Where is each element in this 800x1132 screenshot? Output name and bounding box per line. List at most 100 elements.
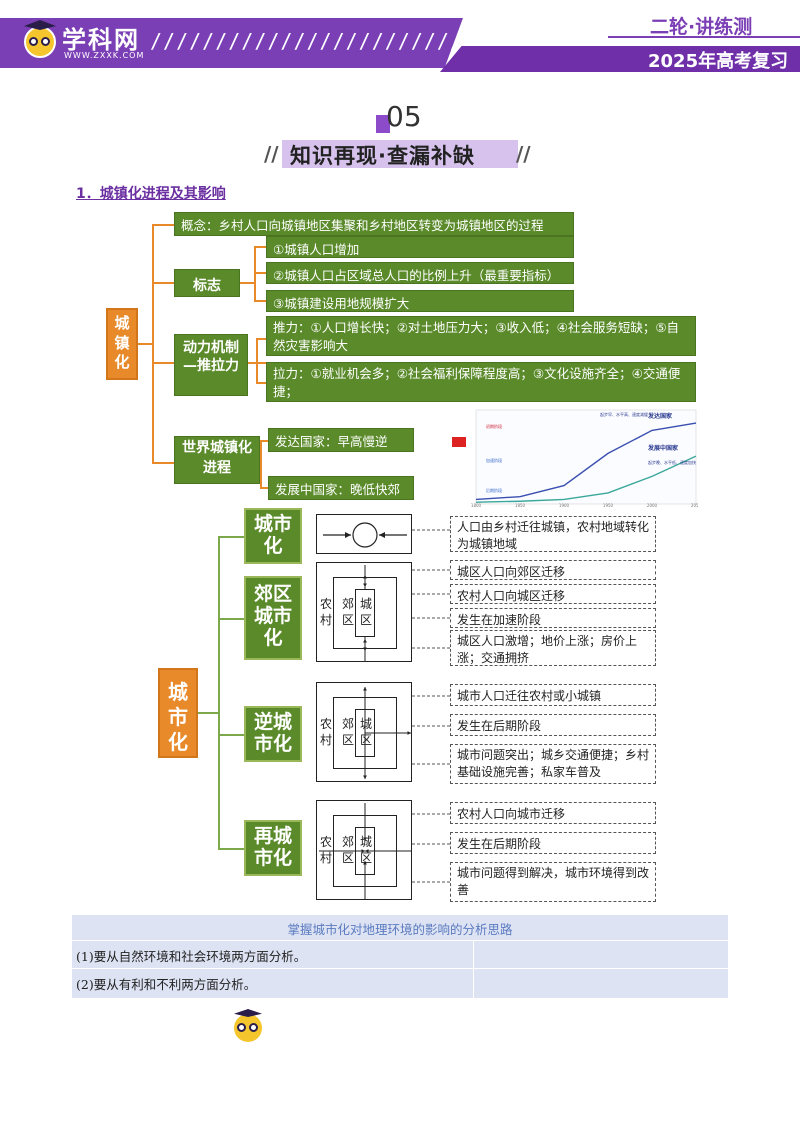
- arrowhead: [407, 731, 411, 735]
- analysis-table: 掌握城市化对地理环境的影响的分析思路 (1)要从自然环境和社会环境两方面分析。 …: [72, 915, 728, 999]
- logo-text: 学科网: [62, 26, 140, 54]
- diagram-reurbanization: 农村郊区城区: [316, 800, 412, 900]
- x-tick-label: 2000: [647, 503, 658, 508]
- connector: [260, 440, 262, 488]
- graduation-cap-icon: [234, 1009, 262, 1017]
- chart-annotation: 后期阶段: [486, 487, 502, 493]
- desc-box: 人口由乡村迁往城镇，农村地域转化为城镇地域: [450, 516, 656, 552]
- table-header: 掌握城市化对地理环境的影响的分析思路: [72, 915, 728, 941]
- connector: [254, 300, 266, 302]
- marker-item: ③城镇建设用地规模扩大: [266, 290, 574, 312]
- desc-box: 发生在后期阶段: [450, 714, 656, 736]
- rural-label: 农村: [320, 597, 333, 627]
- connector: [254, 246, 266, 248]
- chart-grid: 180018501900195020002050: [471, 503, 698, 508]
- section-title: 知识再现·查漏补缺: [290, 144, 475, 168]
- chart-annotation: 初期阶段: [486, 423, 502, 429]
- section-title-bg: [282, 140, 518, 168]
- suburb-label: 郊区: [342, 597, 355, 627]
- marker-item: ①城镇人口增加: [266, 236, 574, 258]
- connector: [152, 362, 174, 364]
- series-label: 发达国家: [647, 412, 672, 420]
- arrowhead: [363, 687, 367, 691]
- connector: [254, 272, 266, 274]
- connector: [198, 712, 218, 714]
- desc-box: 农村人口向城区迁移: [450, 584, 656, 604]
- owl-eye-icon: [29, 37, 38, 46]
- suburb-label: 郊区: [342, 835, 355, 865]
- connector: [152, 462, 174, 464]
- stage-reurbanization: 再城市化: [244, 820, 302, 876]
- chart-plot-area: [475, 409, 697, 505]
- connector: [260, 487, 268, 489]
- map2-root: 城市化: [158, 668, 198, 758]
- desc-box: 城市问题得到解决，城市环境得到改善: [450, 862, 656, 902]
- section-number: 05: [386, 100, 422, 133]
- desc-box: 发生在后期阶段: [450, 832, 656, 854]
- rural-label: 农村: [320, 717, 333, 747]
- chart-annotation: 加速阶段: [486, 457, 502, 463]
- year-label: 2025年高考复习: [648, 51, 789, 72]
- mascot-owl-icon: [234, 1014, 262, 1042]
- diagram-counter-urbanization: 农村郊区城区: [316, 682, 412, 782]
- world-label: 世界城镇化进程: [174, 436, 260, 484]
- suburb-label: 郊区: [342, 717, 355, 747]
- stage-suburbanization: 郊区城市化: [244, 576, 302, 660]
- table-cell-empty: [474, 941, 728, 968]
- connector: [218, 536, 244, 538]
- series-label: 二轮·讲练测: [650, 16, 753, 38]
- pull-factors: 拉力：①就业机会多；②社会福利保障程度高；③文化设施齐全；④交通便捷；: [266, 362, 696, 402]
- series-line: [475, 455, 697, 503]
- developing-box: 发展中国家：晚低快郊: [268, 476, 414, 500]
- table-cell: (2)要从有利和不利两方面分析。: [72, 969, 474, 998]
- x-tick-label: 1850: [515, 503, 526, 508]
- developed-box: 发达国家：早高慢逆: [268, 428, 414, 452]
- connector: [256, 338, 258, 384]
- desc-box: 城区人口向郊区迁移: [450, 560, 656, 580]
- concept-box: 概念：乡村人口向城镇地区集聚和乡村地区转变为城镇地区的过程: [174, 212, 574, 236]
- desc-box: 城市问题突出；城乡交通便捷；乡村基础设施完善；私家车普及: [450, 744, 656, 784]
- arrowhead: [361, 849, 365, 853]
- stage-counter-urbanization: 逆城市化: [244, 706, 302, 762]
- title-deco-right: //: [516, 142, 531, 166]
- desc-box: 农村人口向城市迁移: [450, 802, 656, 824]
- owl-eye-icon: [41, 37, 50, 46]
- push-factors: 推力：①人口增长快；②对土地压力大；③收入低；④社会服务短缺；⑤自然灾害影响大: [266, 316, 696, 356]
- arrowhead: [363, 647, 367, 651]
- diagram-urbanization: [316, 514, 412, 554]
- arrowhead: [363, 575, 367, 579]
- header-banner: [0, 18, 463, 68]
- connector: [260, 440, 268, 442]
- table-cell: (1)要从自然环境和社会环境两方面分析。: [72, 941, 474, 968]
- graduation-cap-icon: [24, 20, 56, 30]
- table-row: (1)要从自然环境和社会环境两方面分析。: [72, 941, 728, 969]
- arrowhead: [363, 837, 367, 841]
- connector: [218, 734, 244, 736]
- connector: [254, 246, 256, 302]
- title-deco-left: //: [264, 142, 279, 166]
- rural-label: 农村: [320, 835, 333, 865]
- x-tick-label: 1950: [603, 503, 614, 508]
- chart-annotation: 起步晚、水平低、速度加快: [648, 459, 696, 465]
- header-divider: [608, 36, 800, 38]
- mechanism-label: 动力机制—推拉力: [174, 334, 248, 396]
- migration-arrows: [319, 803, 411, 899]
- connector: [152, 282, 174, 284]
- urban-label: 城区: [360, 717, 373, 747]
- header-slashes: ////////////////////////: [150, 29, 463, 53]
- logo-owl-icon: [24, 26, 56, 58]
- series-label: 发展中国家: [647, 444, 678, 452]
- connector: [218, 848, 244, 850]
- urban-label: 城区: [360, 835, 373, 865]
- arrowhead: [363, 861, 367, 865]
- owl-eye-icon: [249, 1023, 258, 1032]
- map1-root: 城镇化: [106, 308, 138, 380]
- urban-core: [355, 589, 375, 637]
- migration-arrows: [363, 687, 411, 779]
- series-line: [475, 422, 697, 501]
- connector: [152, 224, 154, 464]
- arrowhead: [365, 849, 369, 853]
